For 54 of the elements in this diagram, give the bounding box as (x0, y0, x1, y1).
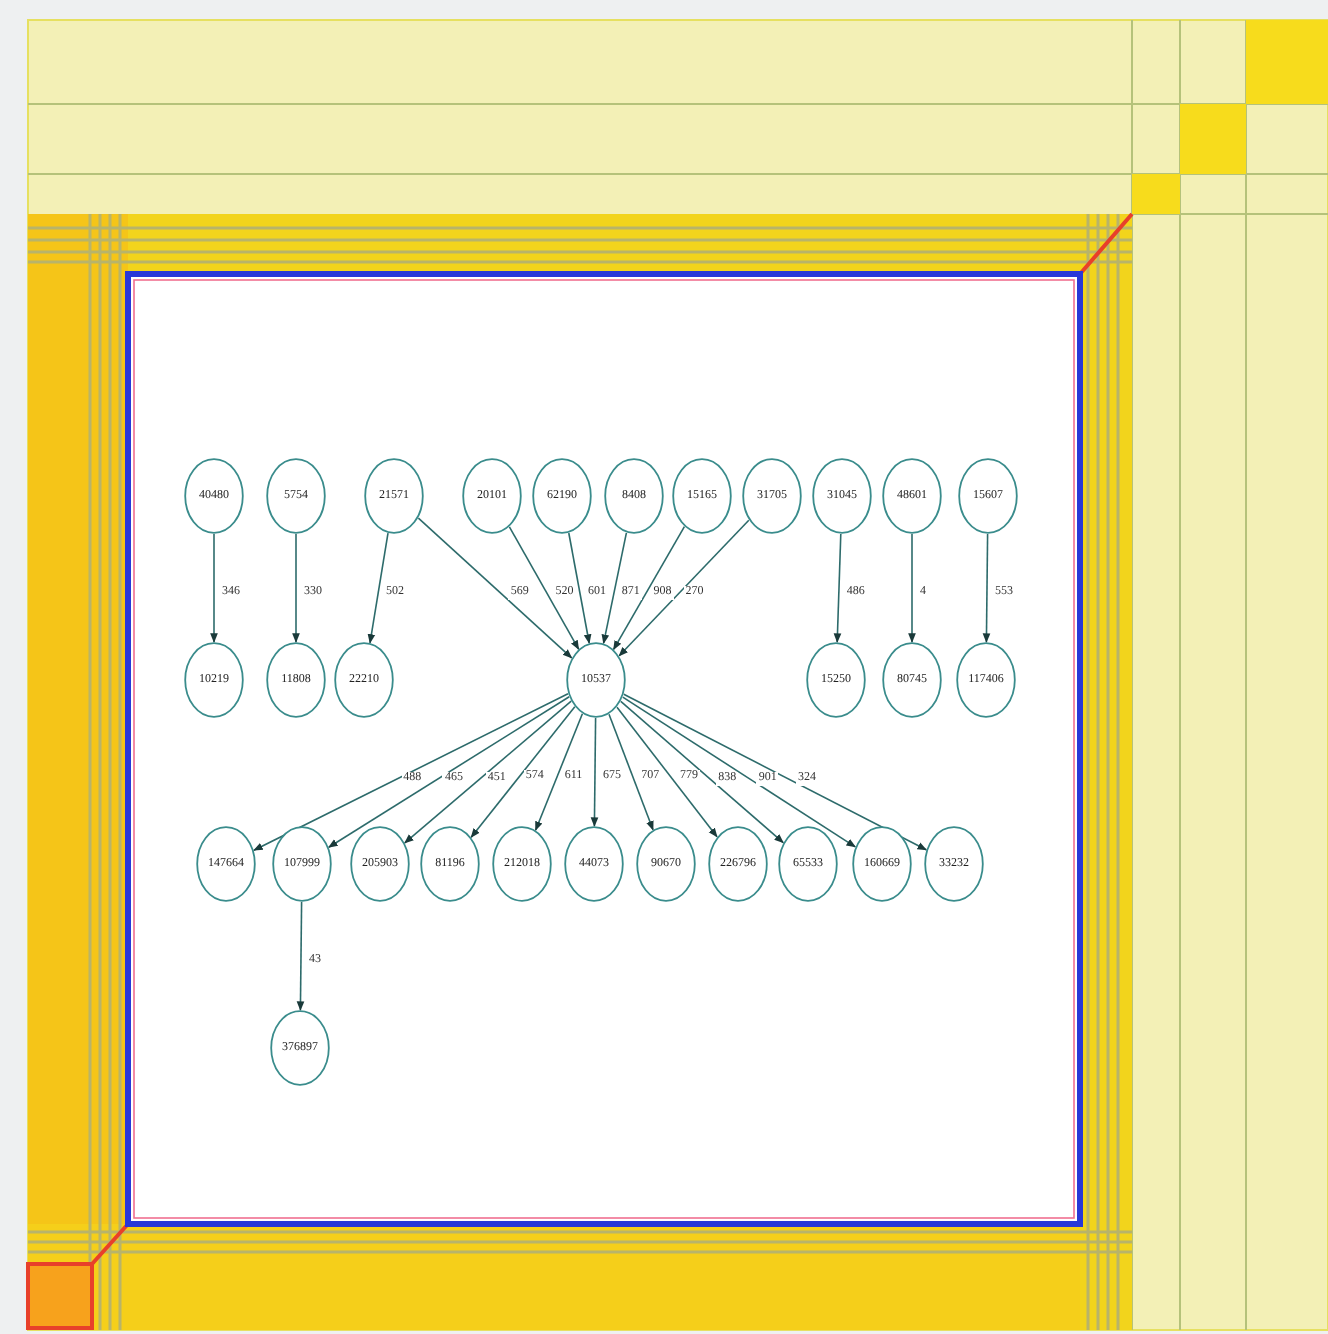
arrow (210, 533, 218, 643)
arrow (328, 696, 570, 848)
arrow (590, 717, 599, 827)
arrow (620, 700, 784, 844)
node-ellipse (350, 826, 410, 902)
arrow (404, 700, 572, 844)
node-ellipse (958, 458, 1018, 534)
node-ellipse (184, 642, 244, 718)
node-ellipse (364, 458, 424, 534)
arrow (622, 696, 856, 848)
node-ellipse (924, 826, 984, 902)
node-ellipse (778, 826, 838, 902)
arrow (616, 706, 718, 838)
node-ellipse (334, 642, 394, 718)
node-ellipse (532, 458, 592, 534)
node-ellipse (564, 826, 624, 902)
node-ellipse (272, 826, 332, 902)
arrow (292, 533, 300, 643)
arrow (982, 533, 991, 643)
node-ellipse (566, 642, 626, 718)
node-ellipse (270, 1010, 330, 1086)
node-ellipse (184, 458, 244, 534)
arrow (534, 713, 584, 832)
arrow (601, 532, 628, 645)
arrow (833, 533, 842, 643)
arrow (253, 693, 569, 851)
node-ellipse (636, 826, 696, 902)
node-ellipse (266, 458, 326, 534)
node-ellipse (806, 642, 866, 718)
node-ellipse (852, 826, 912, 902)
arrow (618, 519, 750, 657)
arrow (608, 713, 654, 831)
node-ellipse (672, 458, 732, 534)
node-ellipse (196, 826, 256, 902)
node-ellipse (708, 826, 768, 902)
node-ellipse (420, 826, 480, 902)
node-ellipse (812, 458, 872, 534)
node-ellipse (882, 642, 942, 718)
arrow (623, 693, 928, 851)
node-ellipse (956, 642, 1016, 718)
arrow (568, 532, 592, 644)
arrow (908, 533, 916, 643)
arrow (417, 517, 573, 659)
arrow (367, 532, 389, 644)
node-ellipse (266, 642, 326, 718)
node-ellipse (604, 458, 664, 534)
node-ellipse (492, 826, 552, 902)
arrow (470, 706, 576, 838)
arrow (296, 901, 305, 1011)
node-ellipse (742, 458, 802, 534)
node-ellipse (462, 458, 522, 534)
arrow (508, 526, 580, 651)
node-ellipse (882, 458, 942, 534)
arrow (612, 525, 686, 651)
